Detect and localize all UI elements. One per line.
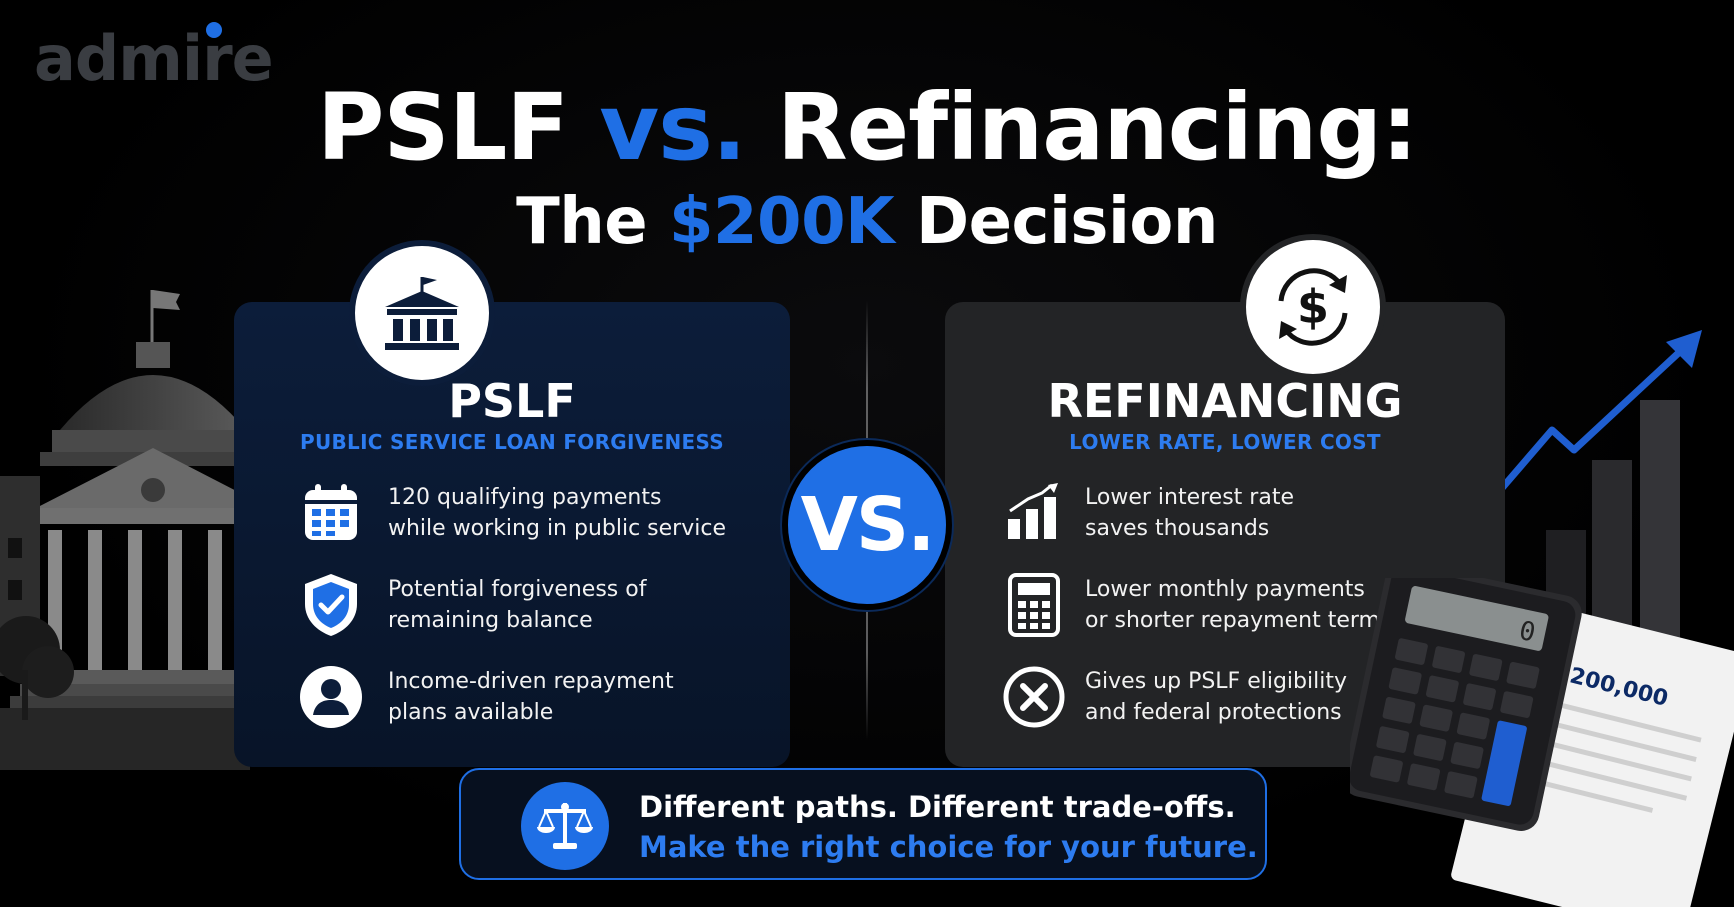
refi-item-rate: Lower interest rate saves thousands (945, 480, 1505, 550)
banner-line-2: Make the right choice for your future. (639, 830, 1258, 864)
user-icon (298, 664, 364, 730)
pslf-item-forgiveness-text: Potential forgiveness of remaining balan… (388, 577, 647, 633)
headline-decision: Decision (915, 185, 1218, 259)
pslf-item-payments: 120 qualifying payments while working in… (234, 480, 790, 550)
svg-text:$: $ (1297, 280, 1329, 334)
refi-item-tradeoff: Gives up PSLF eligibility and federal pr… (945, 664, 1505, 734)
shield-check-icon (298, 572, 364, 638)
pslf-item-forgiveness: Potential forgiveness of remaining balan… (234, 572, 790, 642)
capitol-building-illustration (0, 290, 250, 770)
bar-chart-icon (1001, 480, 1067, 546)
headline-the: The (516, 185, 648, 259)
calculator-icon (1001, 572, 1067, 638)
x-circle-icon (1001, 664, 1067, 730)
headline-amount: $200K (668, 185, 895, 259)
pslf-item-payments-text: 120 qualifying payments while working in… (388, 485, 726, 541)
calculator-and-document-illustration: $200,000 0 (1350, 578, 1734, 907)
refinancing-card-subtitle: LOWER RATE, LOWER COST (1069, 430, 1381, 454)
dollar-cycle-icon: $ (1240, 234, 1386, 380)
banner-line-1: Different paths. Different trade-offs. (639, 790, 1236, 824)
vs-badge: VS. (782, 440, 952, 610)
scale-icon (521, 782, 609, 870)
headline-pslf: PSLF (317, 74, 569, 181)
calendar-icon (298, 480, 364, 546)
headline-line-1: PSLF vs. Refinancing: (0, 82, 1734, 174)
headline-refinancing: Refinancing: (776, 74, 1418, 181)
headline-line-2: The $200K Decision (0, 190, 1734, 254)
pslf-card-subtitle: PUBLIC SERVICE LOAN FORGIVENESS (299, 430, 724, 454)
calculator-display: 0 (1516, 616, 1538, 649)
admire-logo: admire (34, 22, 274, 95)
refinancing-card-title: REFINANCING (1047, 374, 1403, 428)
refi-item-rate-text: Lower interest rate saves thousands (1085, 485, 1294, 541)
headline-vs: vs. (599, 74, 747, 181)
bank-icon (349, 240, 495, 386)
pslf-card: PSLF PUBLIC SERVICE LOAN FORGIVENESS 1 (234, 302, 790, 767)
logo-dot (206, 22, 222, 38)
pslf-item-idr-text: Income-driven repayment plans available (388, 669, 674, 725)
refi-item-monthly-text: Lower monthly payments or shorter repaym… (1085, 577, 1380, 633)
refi-item-tradeoff-text: Gives up PSLF eligibility and federal pr… (1085, 669, 1347, 725)
refi-item-monthly: Lower monthly payments or shorter repaym… (945, 572, 1505, 642)
pslf-item-idr: Income-driven repayment plans available (234, 664, 790, 734)
pslf-card-title: PSLF (448, 374, 576, 428)
bottom-banner: Different paths. Different trade-offs. M… (459, 768, 1267, 880)
